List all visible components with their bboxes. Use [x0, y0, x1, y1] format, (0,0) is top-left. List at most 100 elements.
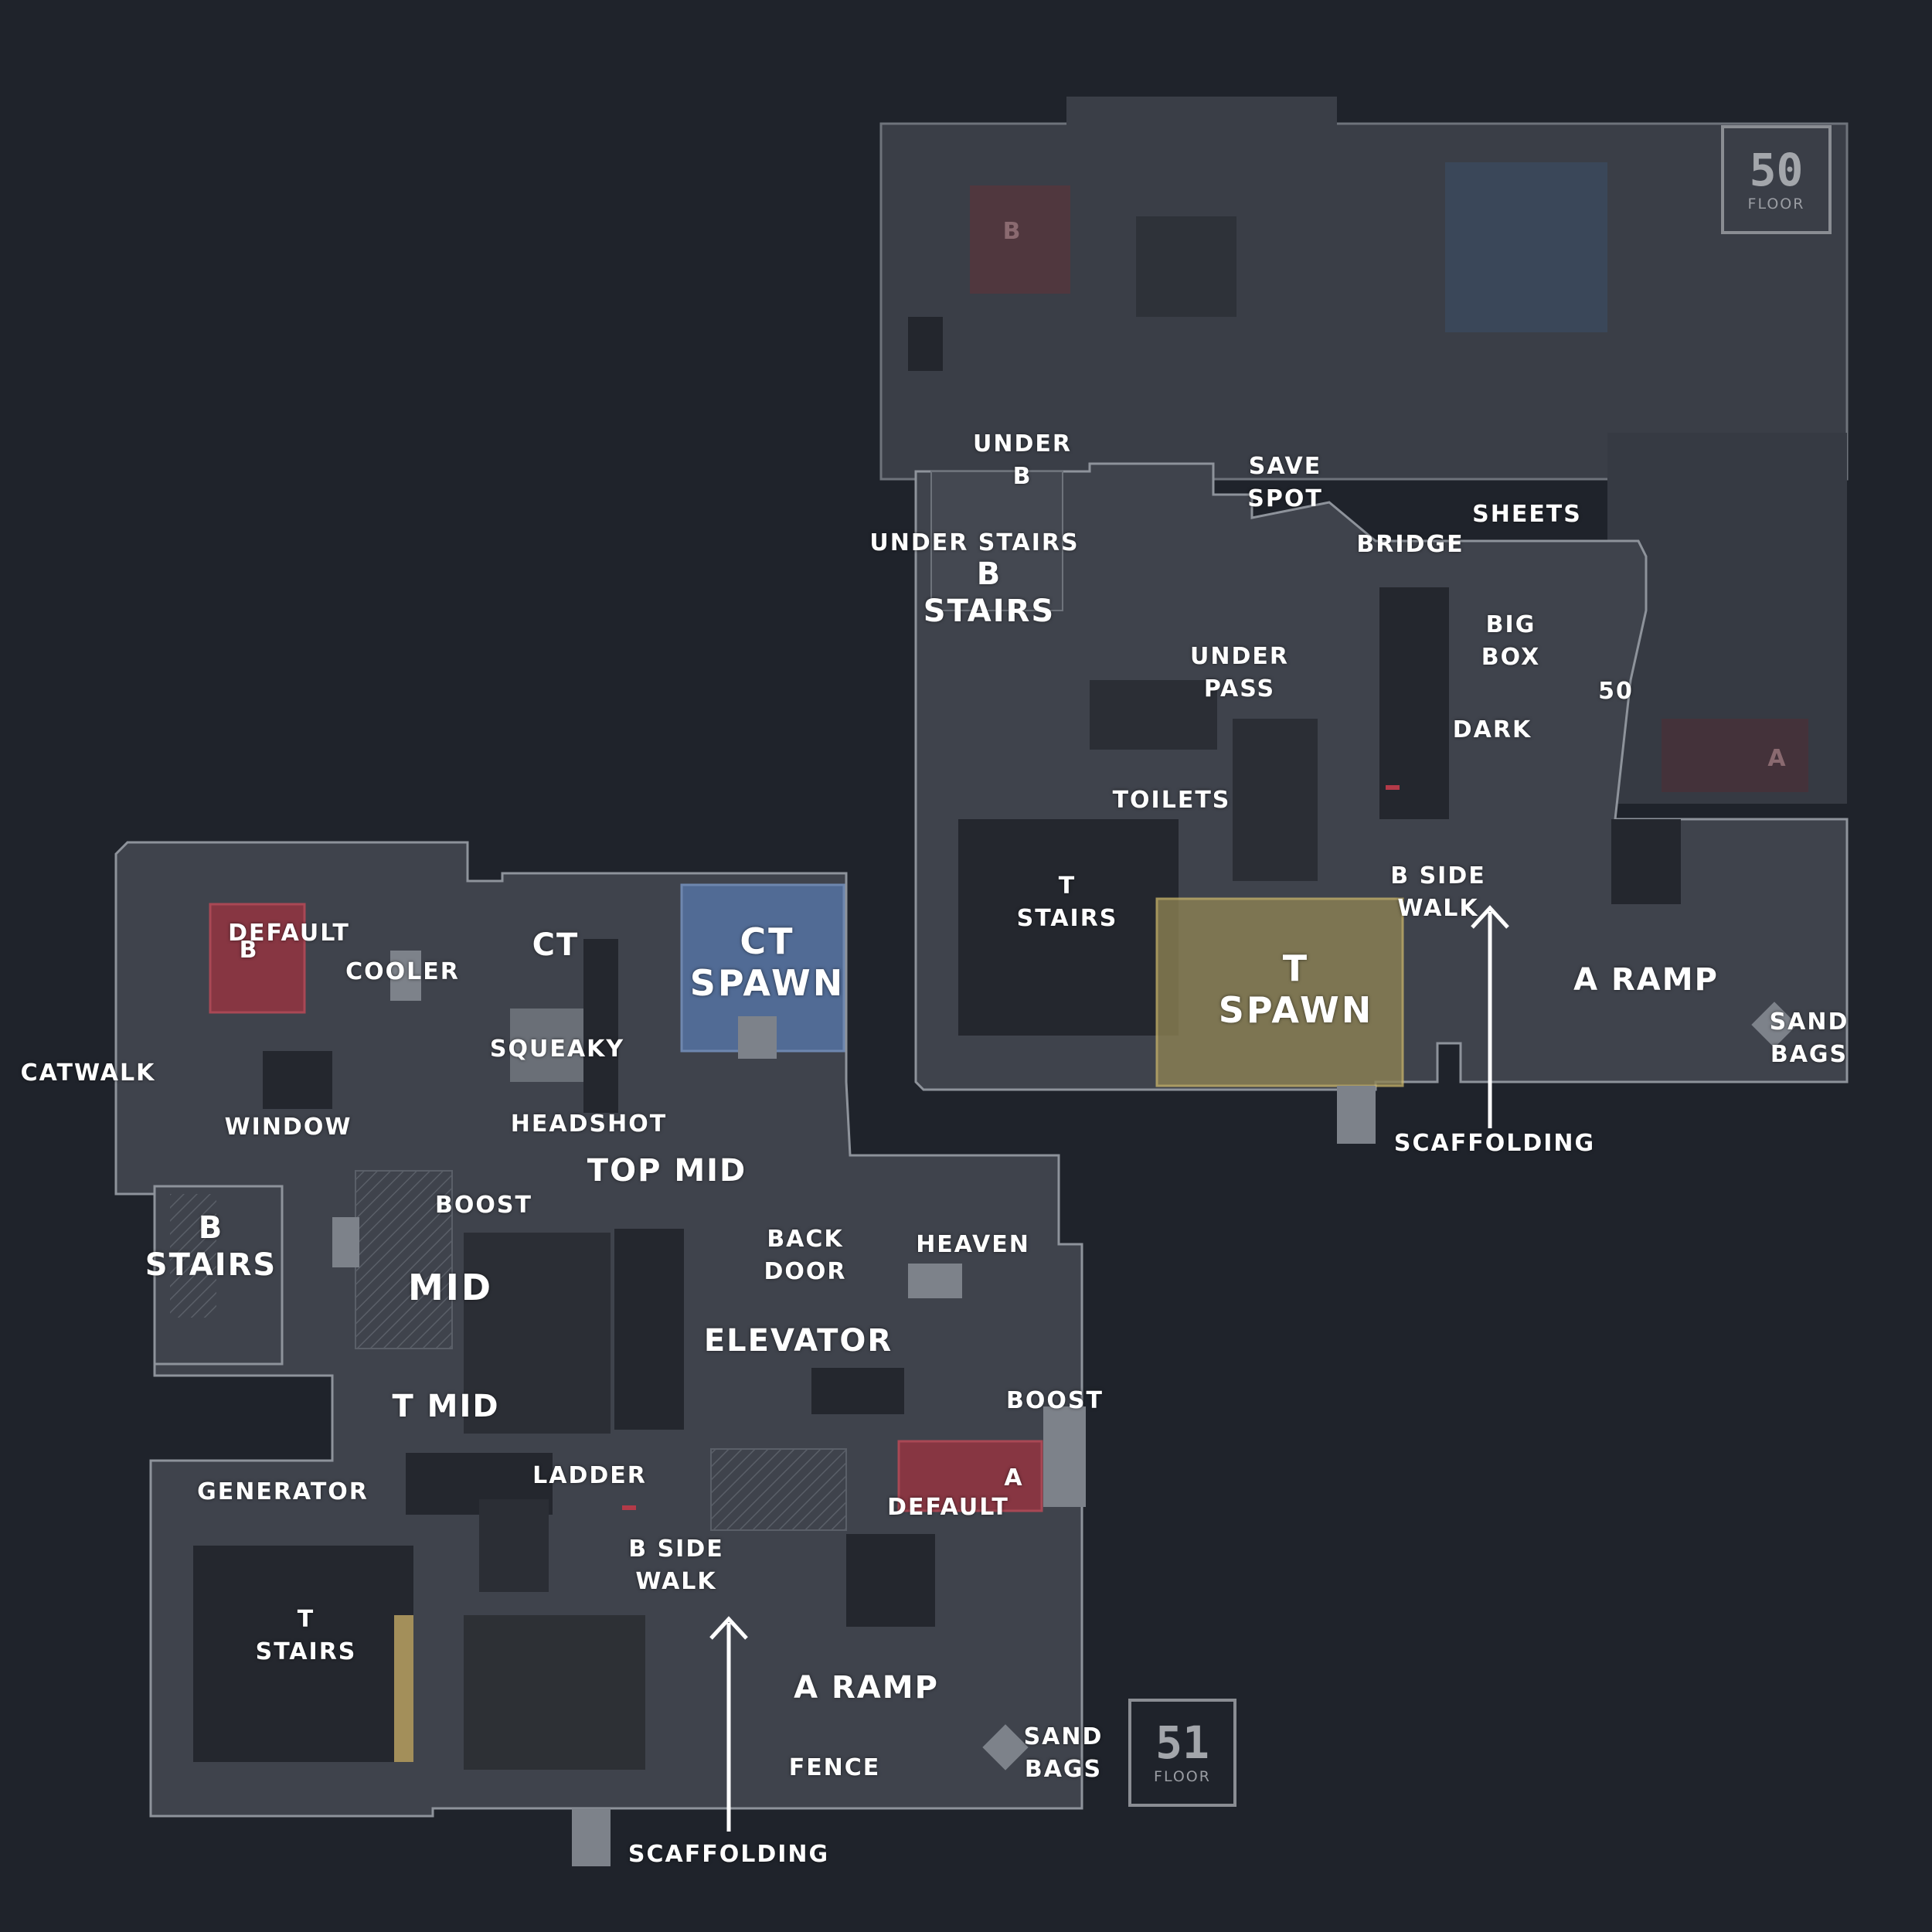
label-boost-mid: BOOST [435, 1192, 532, 1219]
label-line: CT [740, 920, 795, 962]
floor-51-heaven-box [908, 1264, 962, 1298]
floor-50-north-area [879, 122, 1849, 481]
site-mark-upper-a: A [1767, 745, 1787, 772]
label-under-stairs: UNDER STAIRS [869, 529, 1080, 556]
floor-51-ct-spawn-box [738, 1016, 777, 1059]
label-lower-scaffolding: SCAFFOLDING [628, 1841, 830, 1868]
label-catwalk: CATWALK [20, 1060, 156, 1087]
label-line: B SIDE [1390, 862, 1486, 889]
floor-50-dark-strip [908, 317, 943, 371]
floor-50-t-stairs-void [958, 819, 1179, 1036]
label-line: T [297, 1606, 315, 1633]
label-fence: FENCE [788, 1754, 881, 1781]
floor-51-b-side-void [479, 1499, 549, 1592]
floor-caption: FLOOR [1747, 195, 1805, 213]
label-line: B SIDE [628, 1536, 724, 1563]
floor-51-sandbags [982, 1724, 1029, 1770]
label-line: SAVE [1248, 453, 1322, 480]
label-line: WALK [635, 1568, 717, 1595]
floor-51-scaffold-arrowhead [709, 1616, 748, 1640]
floor-51-a-ramp-void [846, 1534, 935, 1627]
label-line: T [1058, 872, 1077, 900]
floor-50-dark-block [1136, 216, 1236, 317]
label-line: SAND [1023, 1723, 1104, 1750]
label-ct: CT [532, 927, 580, 963]
floor-badge-50: 50 FLOOR [1721, 125, 1832, 234]
floor-51-mid-hatch [355, 1170, 453, 1349]
floor-51-generator-void [193, 1546, 413, 1762]
label-lower-t-stairs: T STAIRS [256, 1604, 357, 1668]
label-elevator: ELEVATOR [703, 1323, 893, 1359]
label-mid: MID [407, 1267, 494, 1308]
label-dark: DARK [1452, 716, 1532, 743]
floor-50-sandbags [1751, 1002, 1798, 1048]
floor-51-elev-void-2 [811, 1368, 904, 1414]
label-line: T [1282, 947, 1310, 989]
label-squeaky: SQUEAKY [489, 1036, 625, 1063]
floor-50-top-bump [1066, 97, 1337, 128]
label-cooler: COOLER [345, 958, 460, 985]
label-headshot: HEADSHOT [510, 1111, 668, 1138]
floor-51-a-hatch [710, 1448, 847, 1531]
floor-50 [879, 97, 1849, 1144]
floor-51-headshot-void [583, 939, 618, 1113]
floor-caption: FLOOR [1154, 1768, 1211, 1785]
floor-51 [114, 841, 1086, 1866]
label-line: UNDER [1190, 643, 1289, 670]
label-line: B [976, 556, 1002, 592]
floor-51-elevator-void [614, 1229, 684, 1430]
floor-50-dark-void [1379, 587, 1449, 819]
floor-51-b-stairs-steps [170, 1194, 216, 1318]
floor-50-pass-void [1233, 719, 1318, 881]
label-line: B [198, 1210, 224, 1246]
label-line: STAIRS [145, 1247, 277, 1283]
floor-50-scaffold-box [1337, 1086, 1376, 1144]
label-top-mid: TOP MID [587, 1153, 747, 1189]
label-save-spot: SAVE SPOT [1247, 451, 1323, 515]
site-mark-upper-b: B [1002, 218, 1022, 245]
floor-50-b-site-zone [970, 185, 1070, 294]
label-a-default: DEFAULT [887, 1494, 1009, 1521]
label-line: SPOT [1247, 485, 1323, 512]
label-heaven: HEAVEN [916, 1231, 1030, 1258]
floor-51-gold-bar [394, 1615, 413, 1762]
label-line: BACK [767, 1226, 844, 1253]
floor-number: 51 [1155, 1716, 1209, 1769]
floor-51-b-site [209, 903, 306, 1014]
floor-50-t-spawn-zone [1155, 897, 1404, 1087]
label-line: STAIRS [255, 1638, 357, 1665]
site-mark-lower-b: B [239, 937, 259, 964]
floor-51-mid-void [464, 1233, 611, 1434]
label-upper-scaffolding: SCAFFOLDING [1393, 1130, 1596, 1157]
floor-50-a-ramp-void [1611, 819, 1681, 904]
floor-51-red-marker [622, 1505, 636, 1510]
floor-51-squeaky-box [510, 1009, 583, 1082]
label-line: B [1012, 463, 1032, 490]
label-default-b: DEFAULT [228, 920, 350, 947]
floor-51-boost-box [332, 1217, 359, 1267]
floor-50-a-site-zone [1662, 719, 1808, 792]
floor-51-scaffold-box [572, 1808, 611, 1866]
label-line: BOX [1481, 644, 1541, 671]
label-back-door: BACK DOOR [764, 1223, 846, 1288]
label-line: STAIRS [923, 594, 1056, 629]
label-ladder: LADDER [532, 1462, 647, 1489]
label-boost-a: BOOST [1006, 1387, 1104, 1414]
floor-50-ct-zone [1445, 162, 1607, 332]
label-sheets: SHEETS [1472, 501, 1582, 528]
floor-51-cooler-box [390, 951, 421, 1001]
label-line: DOOR [764, 1258, 847, 1285]
label-toilets: TOILETS [1112, 787, 1231, 814]
label-generator: GENERATOR [197, 1478, 369, 1505]
floor-50-corridor-void [1090, 680, 1217, 750]
label-lower-b-side-walk: B SIDE WALK [628, 1533, 723, 1598]
